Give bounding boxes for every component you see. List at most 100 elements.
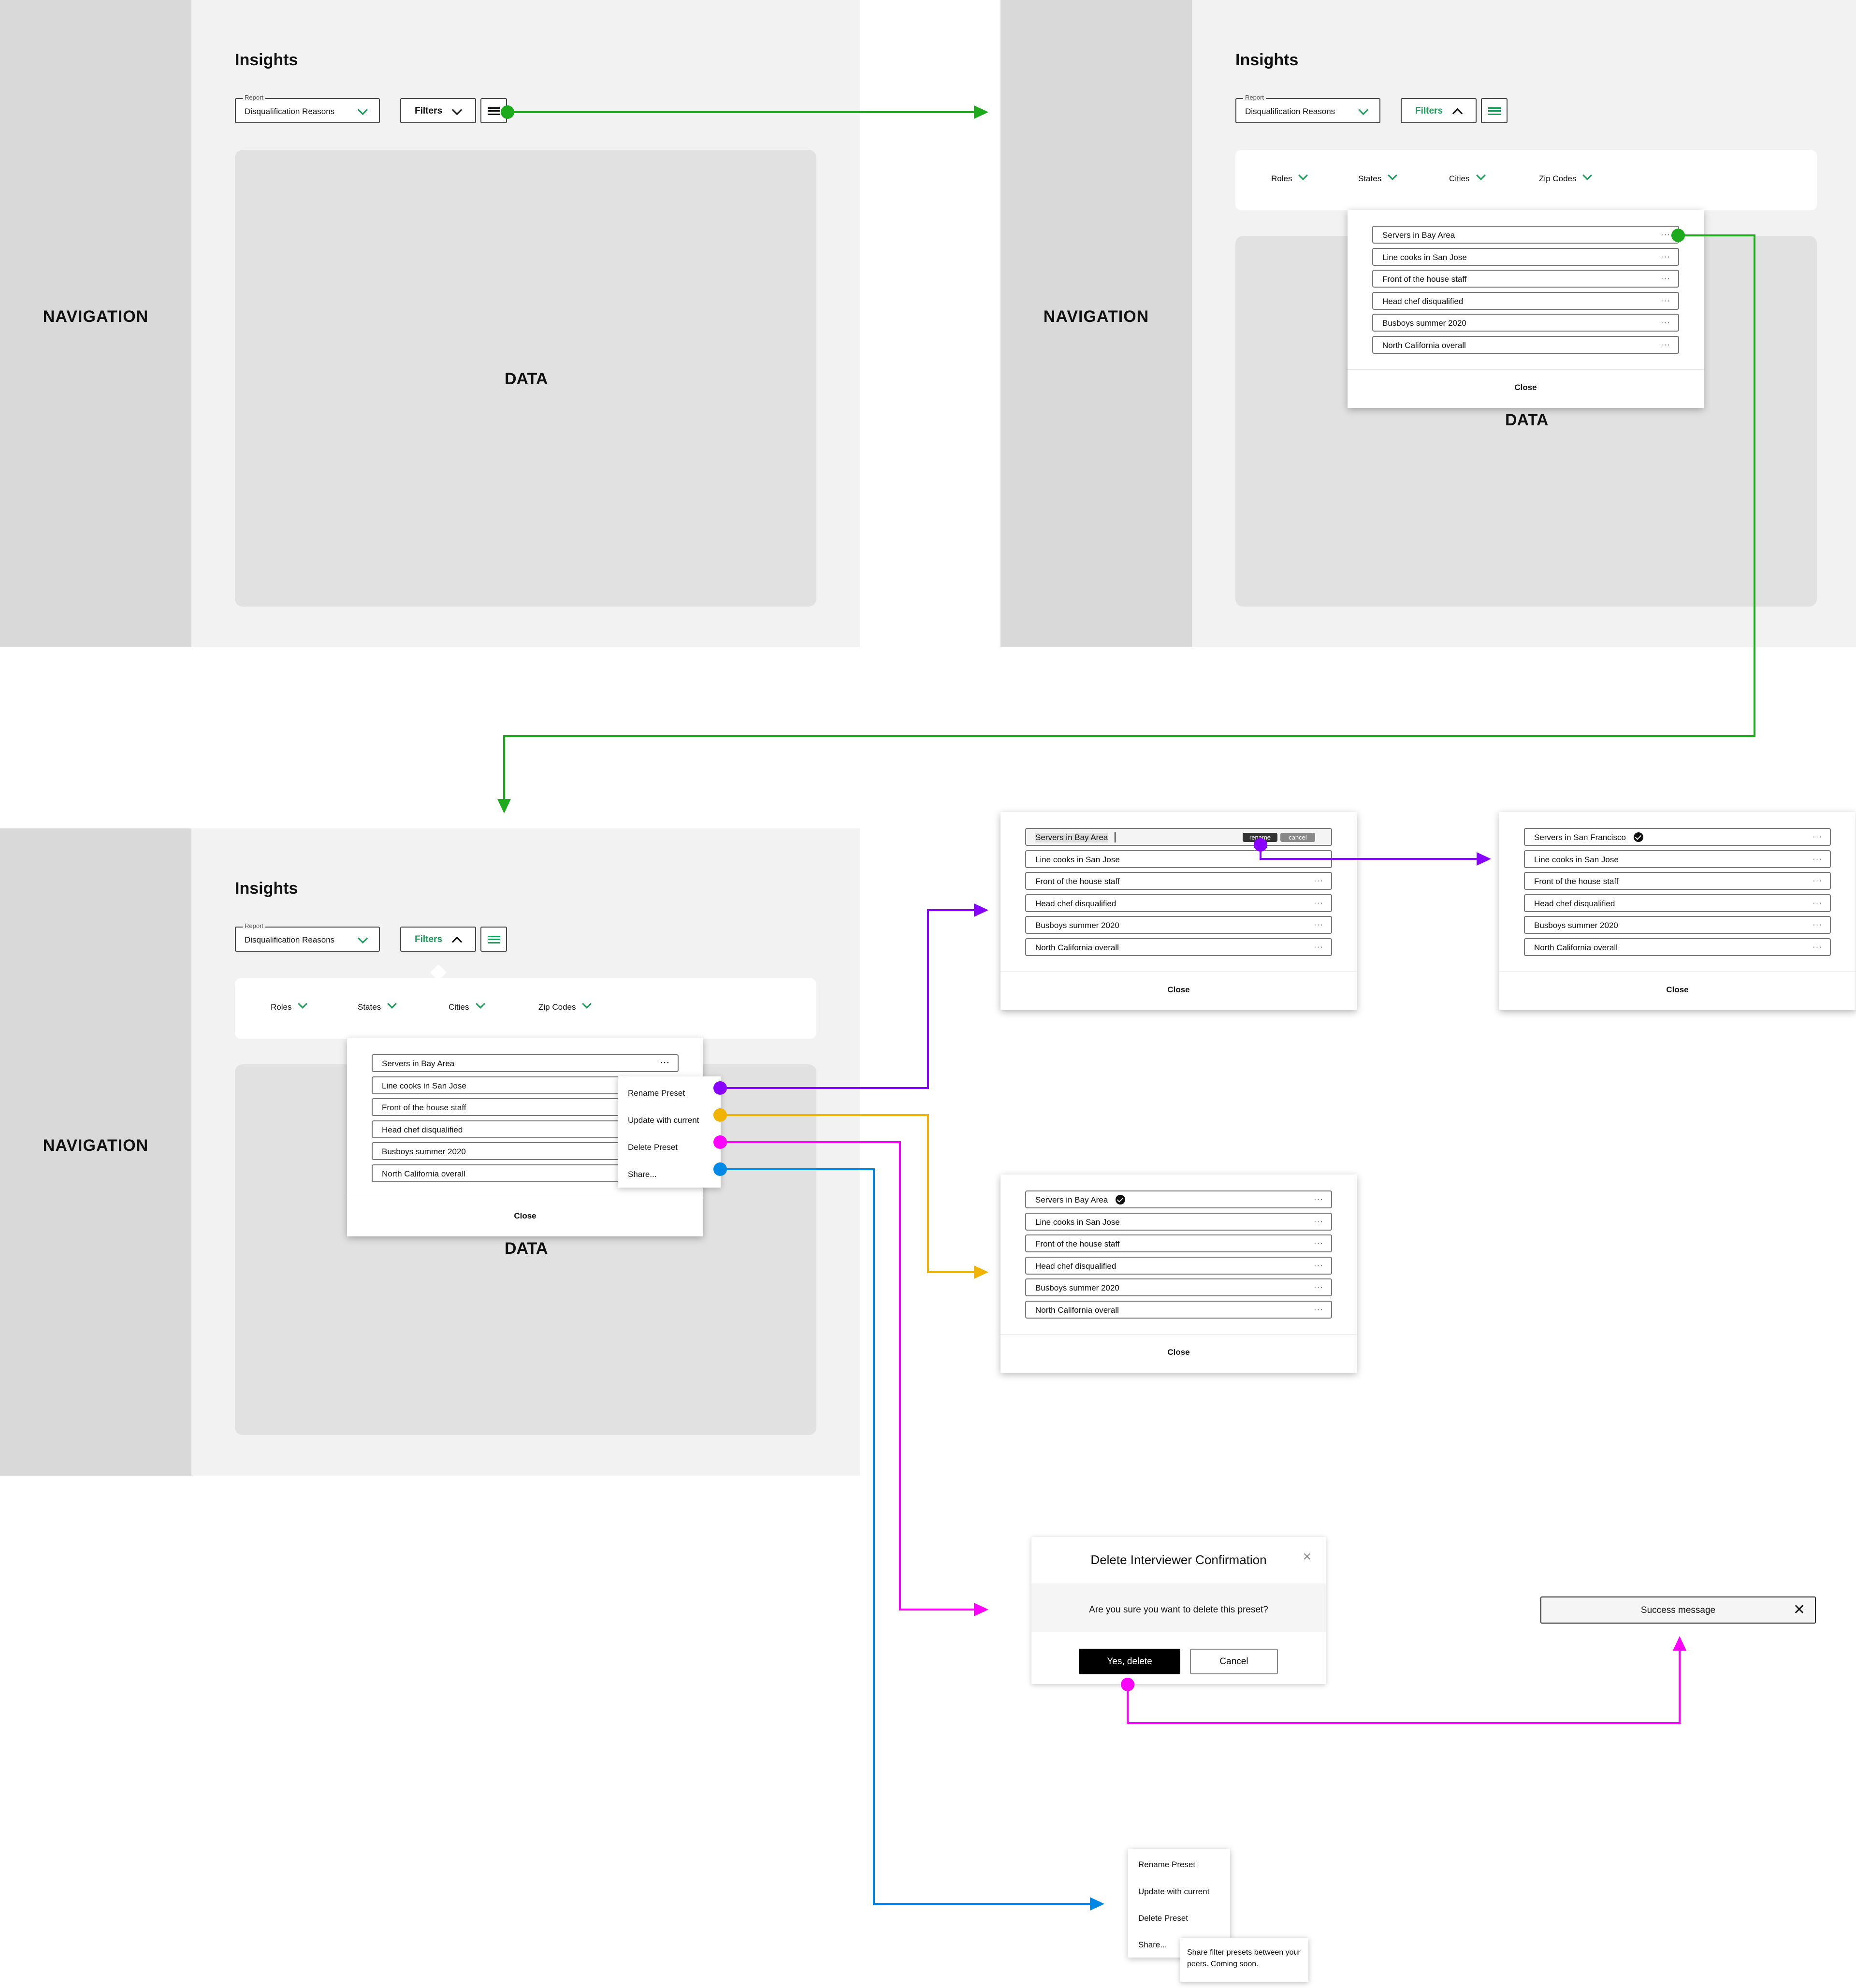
preset-row[interactable]: Busboys summer 2020··· (1372, 314, 1679, 332)
preset-rename-input[interactable]: Servers in Bay Area rename cancel (1025, 828, 1332, 846)
share-item[interactable]: Share... (628, 1170, 657, 1179)
filter-cities[interactable]: Cities (1449, 171, 1486, 184)
preset-row[interactable]: Servers in Bay Area··· (1025, 1190, 1332, 1208)
more-icon[interactable]: ··· (1661, 296, 1670, 305)
more-icon[interactable]: ··· (1661, 252, 1670, 261)
rename-button[interactable]: rename (1243, 833, 1277, 842)
preset-row[interactable]: Head chef disqualified ··· (1025, 1257, 1332, 1275)
filters-button[interactable]: Filters (1401, 98, 1477, 123)
report-select[interactable]: Report Disqualification Reasons (235, 94, 380, 123)
more-icon[interactable]: ··· (1812, 920, 1822, 929)
preset-row[interactable]: Servers in Bay Area ··· (372, 1054, 679, 1072)
close-button[interactable]: Close (514, 1211, 536, 1220)
more-icon[interactable]: ··· (1314, 1217, 1323, 1226)
check-circle-icon (1116, 1194, 1126, 1204)
update-with-current-item[interactable]: Update with current (1138, 1887, 1210, 1896)
more-icon[interactable]: ··· (660, 1058, 670, 1067)
preset-row[interactable]: North California overall ··· (1372, 336, 1679, 354)
more-icon[interactable]: ··· (1314, 898, 1323, 907)
preset-row[interactable]: Head chef disqualified··· (1025, 894, 1332, 912)
more-icon[interactable]: ··· (1314, 854, 1323, 863)
preset-name: Line cooks in San Jose (382, 1081, 466, 1090)
preset-row[interactable]: North California overall··· (1025, 938, 1332, 956)
preset-row[interactable]: Line cooks in San Jose··· (1524, 850, 1831, 868)
preset-row[interactable]: Head chef disqualified··· (1524, 894, 1831, 912)
preset-row[interactable]: Line cooks in San Jose··· (1025, 1213, 1332, 1231)
report-select[interactable]: Report Disqualification Reasons (235, 922, 380, 952)
preset-name: Servers in Bay Area (382, 1059, 455, 1068)
presets-menu-button[interactable] (1481, 98, 1508, 123)
more-icon[interactable]: ··· (1661, 274, 1670, 283)
filter-cities[interactable]: Cities (449, 999, 485, 1012)
cancel-rename-button[interactable]: cancel (1280, 833, 1315, 842)
preset-row[interactable]: Busboys summer 2020··· (1025, 916, 1332, 934)
more-icon[interactable]: ··· (1314, 1282, 1323, 1291)
filter-roles-label: Roles (1271, 174, 1292, 183)
preset-row[interactable]: Servers in San Francisco··· (1524, 828, 1831, 846)
preset-name: Line cooks in San Jose (1035, 855, 1120, 864)
presets-menu-button[interactable] (480, 98, 507, 123)
chevron-down-icon (1358, 104, 1369, 116)
preset-row[interactable]: North California overall··· (1025, 1301, 1332, 1319)
cancel-button[interactable]: Cancel (1190, 1649, 1278, 1674)
delete-preset-item[interactable]: Delete Preset (1138, 1914, 1188, 1923)
filter-zip-codes[interactable]: Zip Codes (538, 999, 592, 1012)
preset-row[interactable]: Front of the house staff··· (1524, 872, 1831, 890)
filters-button[interactable]: Filters (400, 98, 476, 123)
report-select-value: Disqualification Reasons (1245, 107, 1335, 116)
close-button[interactable]: Close (1167, 985, 1190, 994)
more-icon[interactable]: ··· (1314, 876, 1323, 885)
close-icon[interactable]: × (1303, 1549, 1311, 1565)
close-button[interactable]: Close (1666, 985, 1689, 994)
more-icon[interactable]: ··· (1812, 832, 1822, 841)
more-icon[interactable]: ··· (1661, 340, 1670, 349)
more-icon[interactable]: ··· (1314, 1261, 1323, 1270)
more-icon[interactable]: ··· (1661, 318, 1670, 327)
close-button[interactable]: Close (1514, 383, 1537, 392)
filter-zip-codes-label: Zip Codes (1539, 174, 1577, 183)
more-icon[interactable]: ··· (1314, 942, 1323, 951)
navigation-label: NAVIGATION (43, 307, 149, 326)
preset-row[interactable]: Line cooks in San Jose··· (1372, 248, 1679, 266)
preset-row[interactable]: Servers in Bay Area··· (1372, 226, 1679, 244)
filter-states[interactable]: States (1358, 171, 1398, 184)
more-icon[interactable]: ··· (1661, 230, 1670, 239)
share-item[interactable]: Share... (1138, 1940, 1167, 1949)
rename-preset-item[interactable]: Rename Preset (628, 1088, 685, 1098)
more-icon[interactable]: ··· (1314, 1194, 1323, 1204)
navigation-sidebar: NAVIGATION (0, 0, 191, 647)
more-icon[interactable]: ··· (1812, 942, 1822, 951)
preset-row[interactable]: Busboys summer 2020··· (1524, 916, 1831, 934)
filters-button[interactable]: Filters (400, 927, 476, 952)
rename-preset-item[interactable]: Rename Preset (1138, 1860, 1196, 1869)
filter-roles[interactable]: Roles (271, 999, 308, 1012)
more-icon[interactable]: ··· (1812, 898, 1822, 907)
preset-row[interactable]: Front of the house staff··· (1025, 1234, 1332, 1252)
preset-row[interactable]: Front of the house staff··· (1372, 270, 1679, 288)
filter-roles[interactable]: Roles (1271, 171, 1308, 184)
preset-row[interactable]: Head chef disqualified··· (1372, 292, 1679, 310)
update-with-current-item[interactable]: Update with current (628, 1116, 699, 1125)
more-icon[interactable]: ··· (1812, 876, 1822, 885)
close-icon[interactable]: ✕ (1793, 1602, 1805, 1618)
preset-row[interactable]: North California overall··· (1524, 938, 1831, 956)
more-icon[interactable]: ··· (1314, 920, 1323, 929)
filter-zip-codes[interactable]: Zip Codes (1539, 171, 1593, 184)
preset-name: Head chef disqualified (1035, 1262, 1116, 1271)
chevron-down-icon (357, 933, 368, 944)
filter-cities-label: Cities (449, 1002, 469, 1012)
more-icon[interactable]: ··· (1812, 854, 1822, 863)
more-icon[interactable]: ··· (1314, 1238, 1323, 1248)
filter-states[interactable]: States (358, 999, 397, 1012)
confirm-delete-button[interactable]: Yes, delete (1079, 1649, 1180, 1674)
preset-row[interactable]: Front of the house staff··· (1025, 872, 1332, 890)
preset-row[interactable]: Line cooks in San Jose ··· (1025, 850, 1332, 868)
preset-name: North California overall (1382, 341, 1466, 350)
report-select[interactable]: Report Disqualification Reasons (1235, 94, 1380, 123)
data-area: DATA (235, 150, 816, 607)
delete-preset-item[interactable]: Delete Preset (628, 1143, 678, 1152)
close-button[interactable]: Close (1167, 1348, 1190, 1357)
more-icon[interactable]: ··· (1314, 1305, 1323, 1314)
presets-menu-button[interactable] (480, 927, 507, 952)
preset-row[interactable]: Busboys summer 2020··· (1025, 1278, 1332, 1296)
